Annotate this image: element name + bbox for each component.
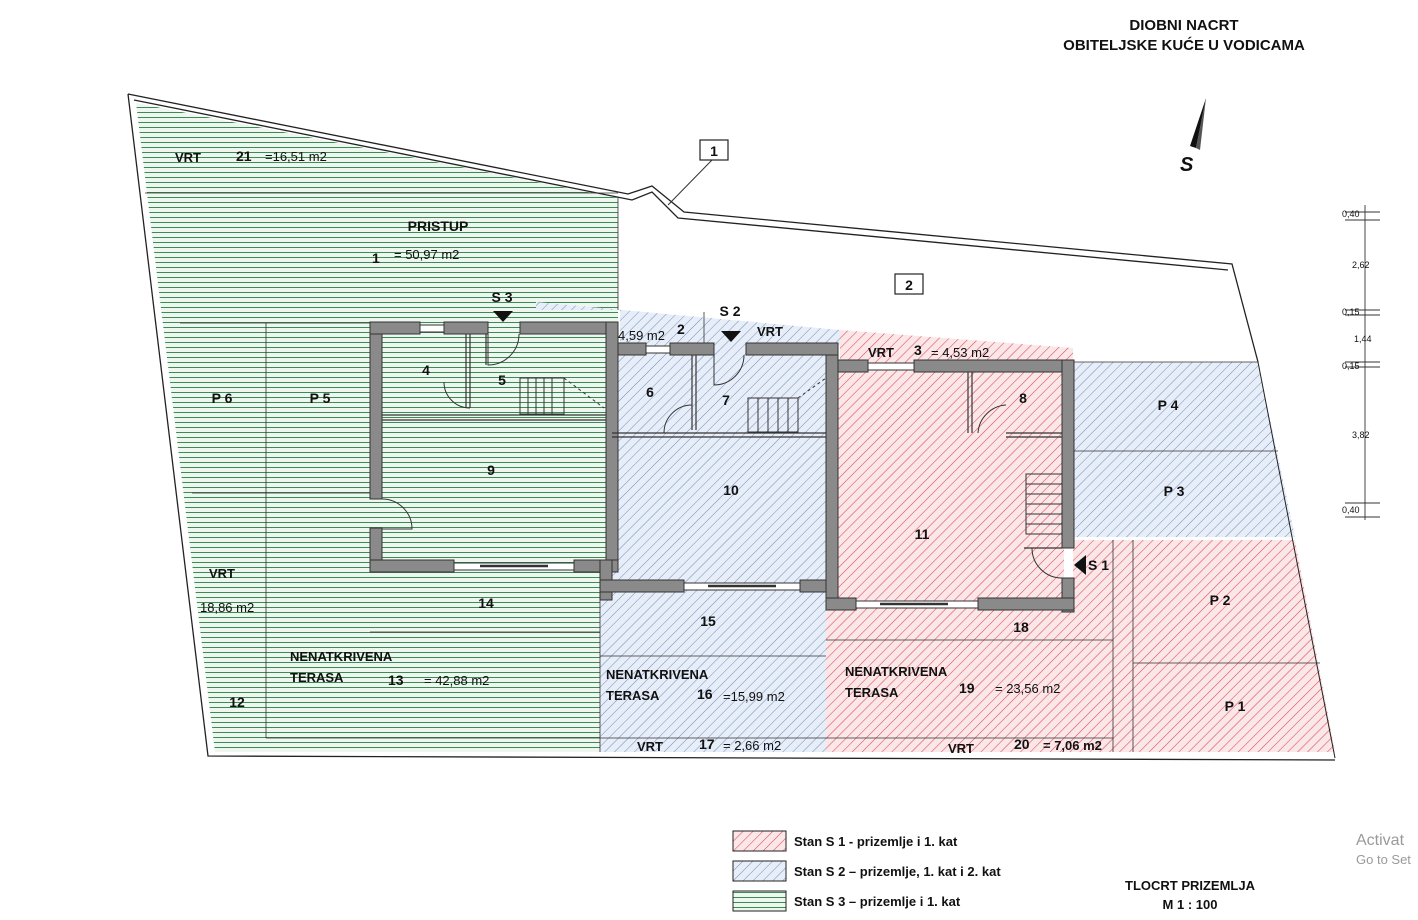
room-13-name2: TERASA bbox=[290, 670, 344, 685]
room-12-area: 18,86 m2 bbox=[200, 600, 254, 615]
legend-swatch-s3 bbox=[732, 890, 787, 912]
legend-swatch-s1 bbox=[732, 830, 787, 852]
parking-p4: P 4 bbox=[1158, 397, 1179, 413]
dim-0: 0,40 bbox=[1342, 209, 1360, 219]
room-12-name: VRT bbox=[209, 566, 235, 581]
legend-swatches bbox=[732, 830, 787, 912]
site-boundary bbox=[127, 93, 1336, 761]
room-2-area: 4,59 m2 bbox=[618, 328, 665, 343]
legend-swatch-s2 bbox=[732, 860, 787, 882]
room-17-area: = 2,66 m2 bbox=[723, 738, 781, 753]
room-16-name1: NENATKRIVENA bbox=[606, 667, 709, 682]
title-line2: OBITELJSKE KUĆE U VODICAMA bbox=[1063, 36, 1305, 54]
room-5-num: 5 bbox=[498, 372, 506, 388]
dim-2: 0,15 bbox=[1342, 307, 1360, 317]
stairs bbox=[519, 377, 1063, 535]
room-6-num: 6 bbox=[646, 384, 654, 400]
room-3-num: 3 bbox=[914, 342, 922, 358]
room-2-name: VRT bbox=[757, 324, 783, 339]
room-1-area: = 50,97 m2 bbox=[394, 247, 459, 262]
room-13-name1: NENATKRIVENA bbox=[290, 649, 393, 664]
building-walls bbox=[369, 321, 1075, 613]
room-10-num: 10 bbox=[723, 482, 739, 498]
room-13-num: 13 bbox=[388, 672, 404, 688]
door-swings bbox=[381, 333, 1063, 579]
entrance-s3-label: S 3 bbox=[491, 289, 512, 305]
room-3-name: VRT bbox=[868, 345, 894, 360]
entrance-s1-label: S 1 bbox=[1088, 557, 1109, 573]
activation-watermark: Activat Go to Set bbox=[1356, 832, 1411, 867]
room-2-num: 2 bbox=[677, 321, 685, 337]
legend-label-s3: Stan S 3 – prizemlje i 1. kat bbox=[794, 894, 961, 909]
room-16-num: 16 bbox=[697, 686, 713, 702]
room-1-num: 1 bbox=[372, 250, 380, 266]
room-17-num: 17 bbox=[699, 736, 715, 752]
room-8-num: 8 bbox=[1019, 390, 1027, 406]
legend-label-s2: Stan S 2 – prizemlje, 1. kat i 2. kat bbox=[794, 864, 1001, 879]
room-11-num: 11 bbox=[915, 526, 930, 542]
dim-4: 0,15 bbox=[1342, 361, 1360, 371]
legend-label-s1: Stan S 1 - prizemlje i 1. kat bbox=[794, 834, 958, 849]
entrance-markers bbox=[493, 311, 1086, 575]
parking-p6: P 6 bbox=[212, 390, 233, 406]
north-label: S bbox=[1180, 154, 1194, 176]
room-21-area: =16,51 m2 bbox=[265, 149, 327, 164]
room-14-num: 14 bbox=[478, 595, 494, 611]
activation-line2: Go to Set bbox=[1356, 852, 1411, 867]
labels: DIOBNI NACRT OBITELJSKE KUĆE U VODICAMA … bbox=[175, 17, 1372, 912]
room-2-top-label: 2 bbox=[905, 277, 913, 293]
dim-3: 1,44 bbox=[1354, 334, 1372, 344]
dim-1: 2,62 bbox=[1352, 260, 1370, 270]
dim-5: 3,82 bbox=[1352, 430, 1370, 440]
room-19-name1: NENATKRIVENA bbox=[845, 664, 948, 679]
windows bbox=[419, 324, 979, 609]
room-16-area: =15,99 m2 bbox=[723, 689, 785, 704]
dim-6: 0,40 bbox=[1342, 505, 1360, 515]
room-3-area: = 4,53 m2 bbox=[931, 345, 989, 360]
activation-line1: Activat bbox=[1356, 832, 1405, 849]
callout-1 bbox=[667, 139, 729, 206]
parking-p5: P 5 bbox=[310, 390, 331, 406]
room-17-name: VRT bbox=[637, 739, 663, 754]
parking-p3: P 3 bbox=[1164, 483, 1185, 499]
room-20-name: VRT bbox=[948, 741, 974, 756]
parking-p2: P 2 bbox=[1210, 592, 1231, 608]
room-16-name2: TERASA bbox=[606, 688, 660, 703]
room-2-box bbox=[894, 273, 924, 295]
dimension-chain bbox=[1345, 205, 1380, 520]
room-18-num: 18 bbox=[1013, 619, 1029, 635]
plan-name: TLOCRT PRIZEMLJA bbox=[1125, 878, 1256, 893]
room-21-num: 21 bbox=[236, 148, 252, 164]
callout-1-label: 1 bbox=[710, 143, 718, 159]
room-20-num: 20 bbox=[1014, 736, 1030, 752]
plan-scale: M 1 : 100 bbox=[1163, 897, 1218, 912]
room-19-area: = 23,56 m2 bbox=[995, 681, 1060, 696]
north-arrow-icon bbox=[1190, 98, 1206, 150]
zone-lines bbox=[145, 192, 1320, 752]
room-9-num: 9 bbox=[487, 462, 495, 478]
parking-p1: P 1 bbox=[1225, 698, 1246, 714]
room-7-num: 7 bbox=[722, 392, 730, 408]
entrance-s2-label: S 2 bbox=[719, 303, 740, 319]
room-4-num: 4 bbox=[422, 362, 430, 378]
room-12-num: 12 bbox=[229, 694, 245, 710]
room-21-name: VRT bbox=[175, 150, 201, 165]
room-15-num: 15 bbox=[700, 613, 716, 629]
room-13-area: = 42,88 m2 bbox=[424, 673, 489, 688]
interior-walls bbox=[382, 334, 1062, 549]
title-line1: DIOBNI NACRT bbox=[1129, 17, 1238, 34]
room-19-num: 19 bbox=[959, 680, 975, 696]
room-1-name: PRISTUP bbox=[408, 218, 469, 234]
room-20-area: = 7,06 m2 bbox=[1043, 738, 1102, 753]
room-19-name2: TERASA bbox=[845, 685, 899, 700]
